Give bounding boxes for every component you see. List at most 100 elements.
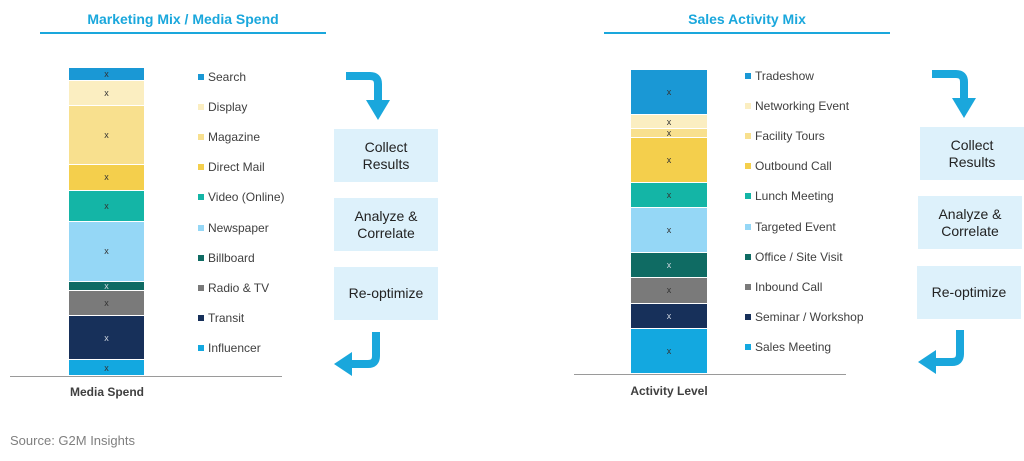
left-chart-title: Marketing Mix / Media Spend [87, 11, 279, 27]
left-title-rule [40, 32, 326, 34]
bar-segment-direct-mail: x [69, 165, 144, 191]
bar-segment-targeted-event: x [631, 207, 707, 253]
legend-swatch [198, 134, 204, 141]
bar-segment-networking-event: x [631, 115, 707, 130]
left-turn-arrow-icon [334, 332, 380, 376]
legend-swatch [745, 103, 751, 110]
legend-label: Influencer [208, 341, 261, 355]
legend-label: Seminar / Workshop [755, 309, 864, 324]
legend-item: Outbound Call [745, 159, 832, 173]
legend-label: Targeted Event [755, 219, 836, 234]
bar-segment-tradeshow: x [631, 70, 707, 116]
bar-segment-newspaper: x [69, 222, 144, 282]
legend-swatch [198, 104, 204, 111]
analyze-correlate-box: Analyze & Correlate [334, 198, 438, 251]
bar-segment-sales-meeting: x [631, 328, 707, 374]
legend-item: Magazine [198, 130, 260, 144]
bar-segment-video-online-: x [69, 190, 144, 222]
legend-label: Display [208, 100, 248, 115]
legend-item: Direct Mail [198, 160, 265, 174]
legend-swatch [198, 254, 204, 261]
legend-item: Billboard [198, 251, 255, 265]
legend-item: Video (Online) [198, 190, 285, 204]
analyze-correlate-box: Analyze & Correlate [918, 196, 1022, 249]
down-turn-arrow-icon [346, 72, 390, 120]
bar-segment-influencer: x [69, 360, 144, 376]
bar-segment-radio-tv: x [69, 291, 144, 317]
legend-swatch [198, 345, 204, 351]
bar-segment-office-site-visit: x [631, 252, 707, 279]
legend-item: Targeted Event [745, 220, 836, 234]
re-optimize-box: Re-optimize [334, 267, 438, 320]
legend-swatch [198, 224, 204, 231]
left-turn-arrow-icon [918, 330, 964, 374]
bar-segment-billboard: x [69, 281, 144, 292]
re-optimize-box: Re-optimize [917, 266, 1021, 319]
legend-swatch [198, 314, 204, 321]
bar-segment-transit: x [69, 316, 144, 361]
legend-swatch [198, 284, 204, 291]
legend-item: Facility Tours [745, 129, 825, 143]
legend-label: Billboard [208, 250, 255, 265]
right-chart-title: Sales Activity Mix [688, 11, 806, 27]
legend-label: Radio & TV [208, 280, 270, 295]
legend-label: Facility Tours [755, 129, 825, 144]
bar-segment-magazine: x [69, 105, 144, 166]
legend-item: Lunch Meeting [745, 189, 834, 203]
legend-item: Networking Event [745, 99, 849, 113]
right-axis-label: Activity Level [630, 384, 708, 398]
legend-label: Transit [208, 310, 245, 325]
legend-label: Inbound Call [755, 279, 823, 294]
legend-swatch [745, 283, 751, 290]
down-turn-arrow-icon [932, 70, 976, 118]
legend-item: Sales Meeting [745, 340, 831, 354]
bar-segment-outbound-call: x [631, 137, 707, 183]
bar-segment-lunch-meeting: x [631, 182, 707, 208]
legend-swatch [745, 253, 751, 260]
legend-item: Radio & TV [198, 281, 269, 295]
left-axis-line [10, 376, 282, 377]
legend-swatch [745, 133, 751, 140]
legend-swatch [198, 194, 204, 201]
legend-label: Networking Event [755, 99, 850, 114]
legend-item: Office / Site Visit [745, 250, 843, 264]
right-title-rule [604, 32, 890, 34]
bar-segment-inbound-call: x [631, 278, 707, 304]
collect-results-box: Collect Results [334, 129, 438, 182]
legend-item: Display [198, 100, 247, 114]
legend-label: Outbound Call [755, 159, 832, 174]
legend-item: Transit [198, 311, 244, 325]
source-note: Source: G2M Insights [10, 433, 135, 448]
bar-segment-seminar-workshop: x [631, 303, 707, 329]
legend-swatch [745, 344, 751, 350]
legend-swatch [745, 73, 751, 79]
left-axis-label: Media Spend [69, 385, 144, 399]
legend-item: Influencer [198, 341, 261, 355]
collect-results-box: Collect Results [920, 127, 1024, 180]
bar-segment-search: x [69, 68, 144, 81]
bar-segment-display: x [69, 80, 144, 106]
legend-item: Inbound Call [745, 280, 822, 294]
legend-label: Sales Meeting [755, 340, 832, 354]
legend-item: Newspaper [198, 221, 269, 235]
legend-swatch [198, 74, 204, 80]
legend-item: Seminar / Workshop [745, 310, 864, 324]
legend-label: Search [208, 70, 247, 84]
legend-label: Lunch Meeting [755, 189, 834, 204]
bar-segment-facility-tours: x [631, 128, 707, 138]
legend-swatch [745, 163, 751, 170]
legend-label: Tradeshow [755, 69, 814, 83]
legend-label: Direct Mail [208, 160, 265, 175]
legend-item: Tradeshow [745, 69, 814, 83]
legend-swatch [198, 164, 204, 171]
legend-swatch [745, 223, 751, 230]
legend-label: Magazine [208, 130, 261, 145]
legend-label: Video (Online) [208, 190, 285, 205]
right-axis-line [574, 374, 846, 375]
legend-label: Office / Site Visit [755, 249, 843, 264]
legend-item: Search [198, 70, 246, 84]
legend-swatch [745, 313, 751, 320]
